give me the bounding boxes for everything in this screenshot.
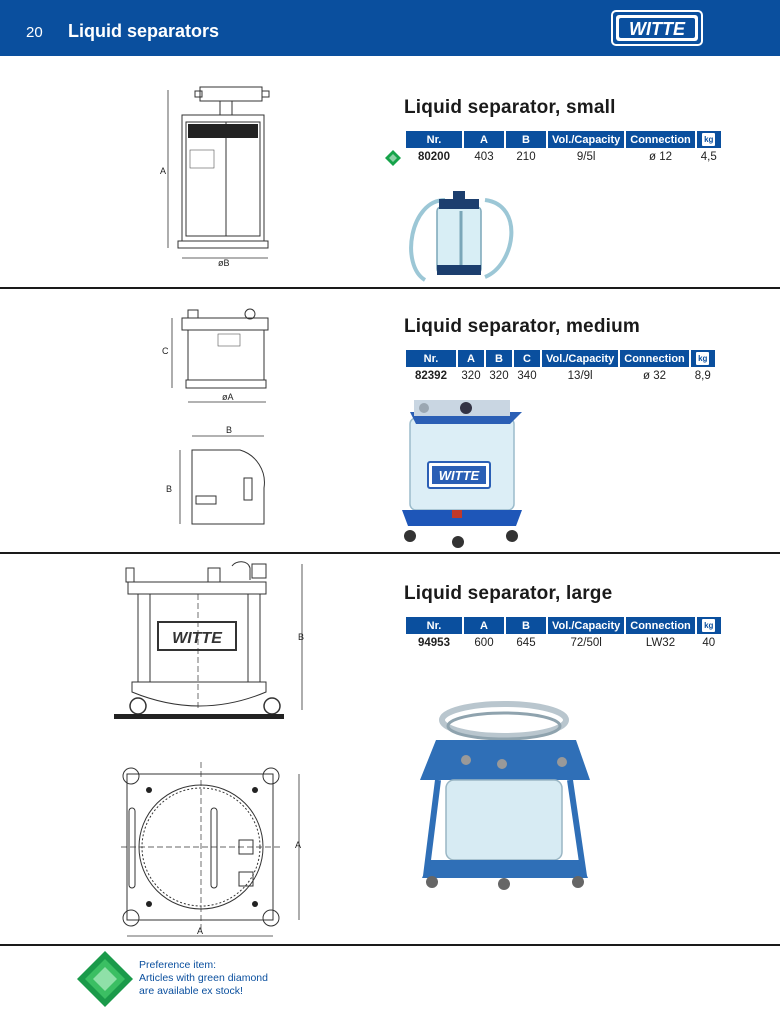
col-c: C	[514, 350, 540, 367]
cell-capacity: 9/5l	[576, 150, 596, 163]
page-header: 20 Liquid separators WITTE	[0, 0, 780, 56]
photo-logo-text: WITTE	[439, 468, 480, 483]
col-nr: Nr.	[406, 350, 456, 367]
dim-label-b: øB	[218, 258, 230, 268]
table-row: 80200 403 210 9/5l ø 12 4,5	[406, 148, 721, 165]
cell-nr: 94953	[418, 636, 450, 649]
weight-icon: kg	[702, 619, 716, 632]
cell-b: 210	[516, 150, 536, 163]
section-title-medium: Liquid separator, medium	[404, 316, 641, 337]
col-nr: Nr.	[406, 617, 462, 634]
logo-text: WITTE	[629, 19, 686, 39]
spec-table-header: Nr. A B Vol./Capacity Connection kg	[406, 131, 721, 148]
drawing-medium-separator: C øA B B	[162, 308, 269, 525]
spec-table-small: Nr. A B Vol./Capacity Connection kg 8020…	[404, 131, 723, 165]
footer-line-1: Preference item:	[139, 959, 217, 971]
dim-label-a: A	[160, 166, 166, 176]
spec-table-medium: Nr. A B C Vol./Capacity Connection kg 82…	[404, 350, 717, 384]
col-weight: kg	[696, 131, 721, 148]
section-title-small: Liquid separator, small	[404, 97, 616, 118]
section-title-large: Liquid separator, large	[404, 583, 613, 604]
section-divider-2	[0, 552, 780, 554]
spec-table-large: Nr. A B Vol./Capacity Connection kg 9495…	[404, 617, 723, 651]
cell-b: 645	[516, 636, 536, 649]
page-title: Liquid separators	[68, 21, 220, 41]
dim-label-c: C	[162, 346, 169, 356]
cell-capacity: 72/50l	[570, 636, 602, 649]
preference-diamond-icon	[385, 150, 401, 166]
cell-a: 600	[474, 636, 494, 649]
footer-line-3: are available ex stock!	[139, 985, 243, 997]
preference-diamond-large-icon	[77, 951, 133, 1007]
col-connection: Connection	[620, 350, 689, 367]
col-b: B	[486, 350, 512, 367]
drawing-small-separator: A øB	[160, 86, 270, 268]
cell-nr: 82392	[415, 369, 447, 382]
cell-connection: ø 12	[649, 150, 673, 163]
cell-weight: 8,9	[694, 369, 711, 382]
cell-weight: 40	[702, 636, 716, 649]
col-capacity: Vol./Capacity	[548, 131, 625, 148]
col-weight: kg	[690, 350, 715, 367]
photo-medium-separator: WITTE	[402, 400, 522, 548]
footer-line-2: Articles with green diamond	[139, 972, 268, 984]
spec-table-header: Nr. A B C Vol./Capacity Connection kg	[406, 350, 715, 367]
witte-logo: WITTE	[611, 10, 703, 46]
dim-label-b: B	[298, 632, 304, 642]
col-connection: Connection	[626, 617, 695, 634]
col-capacity: Vol./Capacity	[542, 350, 619, 367]
page-number: 20	[26, 24, 43, 41]
cell-c: 340	[517, 369, 537, 382]
cell-nr: 80200	[418, 150, 450, 163]
drawing-large-separator-side: WITTE B	[114, 561, 304, 719]
dim-label-a-bottom: A	[197, 926, 203, 936]
dim-label-b-side: B	[166, 484, 172, 494]
section-divider-3	[0, 944, 780, 946]
col-nr: Nr.	[406, 131, 462, 148]
col-b: B	[506, 617, 546, 634]
table-row: 82392 320 320 340 13/9l ø 32 8,9	[406, 367, 715, 384]
cell-a: 403	[474, 150, 494, 163]
col-weight: kg	[696, 617, 721, 634]
weight-icon: kg	[696, 352, 710, 365]
cell-weight: 4,5	[700, 150, 717, 163]
dim-label-a: øA	[222, 392, 234, 402]
col-b: B	[506, 131, 546, 148]
dim-label-a-side: A	[295, 840, 301, 850]
col-a: A	[464, 131, 504, 148]
drawing-large-separator-top: A A	[121, 762, 301, 937]
col-connection: Connection	[626, 131, 695, 148]
cell-a: 320	[461, 369, 481, 382]
dim-label-b-top: B	[226, 425, 232, 435]
photo-large-separator	[420, 701, 590, 890]
cell-b: 320	[489, 369, 509, 382]
drawing-logo-text: WITTE	[172, 630, 223, 647]
col-a: A	[464, 617, 504, 634]
footer-note: Preference item: Articles with green dia…	[139, 959, 268, 998]
table-row: 94953 600 645 72/50l LW32 40	[406, 634, 721, 651]
spec-table-header: Nr. A B Vol./Capacity Connection kg	[406, 617, 721, 634]
section-divider-1	[0, 287, 780, 289]
col-a: A	[458, 350, 484, 367]
cell-connection: ø 32	[643, 369, 667, 382]
col-capacity: Vol./Capacity	[548, 617, 625, 634]
photo-small-separator	[409, 191, 514, 282]
cell-capacity: 13/9l	[567, 369, 593, 382]
weight-icon: kg	[702, 133, 716, 146]
cell-connection: LW32	[645, 636, 676, 649]
